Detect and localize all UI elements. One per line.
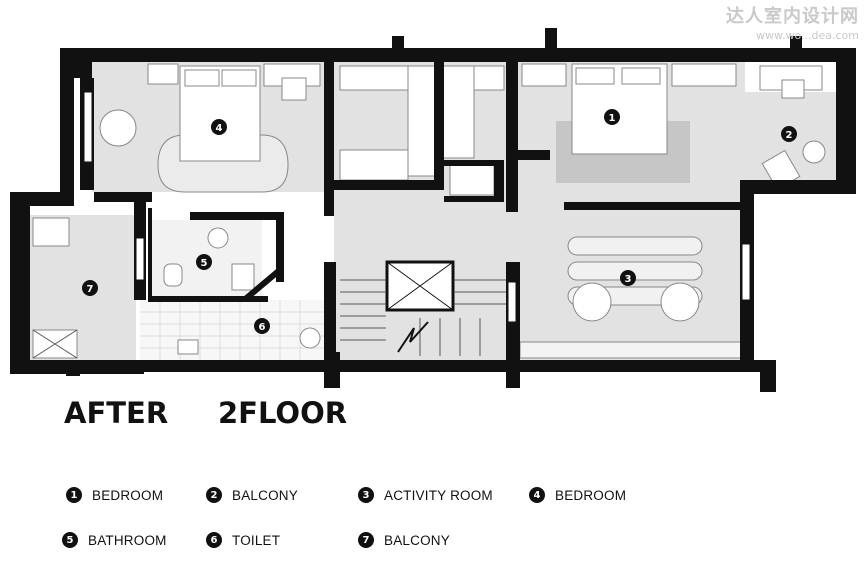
watermark-url: www.wo...dea.com [756, 29, 859, 42]
legend-label: BEDROOM [555, 487, 627, 503]
watermark: 达人室内设计网 www.wo...dea.com [726, 2, 859, 42]
floor-plan: 1 2 3 4 5 6 7 [10, 28, 856, 392]
legend-label: TOILET [232, 532, 281, 548]
watermark-site-name: 达人室内设计网 [726, 6, 859, 27]
legend-item-bathroom-5: 5 BATHROOM [62, 530, 167, 550]
legend-item-toilet-6: 6 TOILET [206, 530, 280, 550]
title-floor: 2FLOOR [218, 396, 348, 430]
legend-item-balcony-7: 7 BALCONY [358, 530, 450, 550]
legend-number-badge: 7 [358, 532, 374, 548]
legend-number-badge: 6 [206, 532, 222, 548]
furniture [32, 63, 826, 359]
legend-label: BATHROOM [88, 532, 167, 548]
legend-label: BALCONY [232, 487, 298, 503]
marker-3: 3 [625, 274, 632, 285]
legend-number-badge: 2 [206, 487, 222, 503]
title-after: AFTER [64, 396, 169, 430]
legend-item-bedroom-4: 4 BEDROOM [529, 485, 626, 505]
legend-number-badge: 4 [529, 487, 545, 503]
legend-number-badge: 3 [358, 487, 374, 503]
legend-number-badge: 5 [62, 532, 78, 548]
marker-4: 4 [216, 123, 223, 134]
staircase [340, 279, 506, 356]
legend-label: BALCONY [384, 532, 450, 548]
marker-6: 6 [259, 322, 266, 333]
marker-5: 5 [201, 258, 208, 269]
legend-item-activity-room-3: 3 ACTIVITY ROOM [358, 485, 493, 505]
legend-number-badge: 1 [66, 487, 82, 503]
legend-label: ACTIVITY ROOM [384, 487, 493, 503]
room-markers: 1 2 3 4 5 6 7 [82, 109, 797, 334]
windows [83, 91, 751, 323]
marker-7: 7 [87, 284, 94, 295]
legend-item-balcony-2: 2 BALCONY [206, 485, 298, 505]
legend-item-bedroom-1: 1 BEDROOM [66, 485, 163, 505]
marker-2: 2 [786, 130, 793, 141]
legend-label: BEDROOM [92, 487, 164, 503]
marker-1: 1 [609, 113, 616, 124]
